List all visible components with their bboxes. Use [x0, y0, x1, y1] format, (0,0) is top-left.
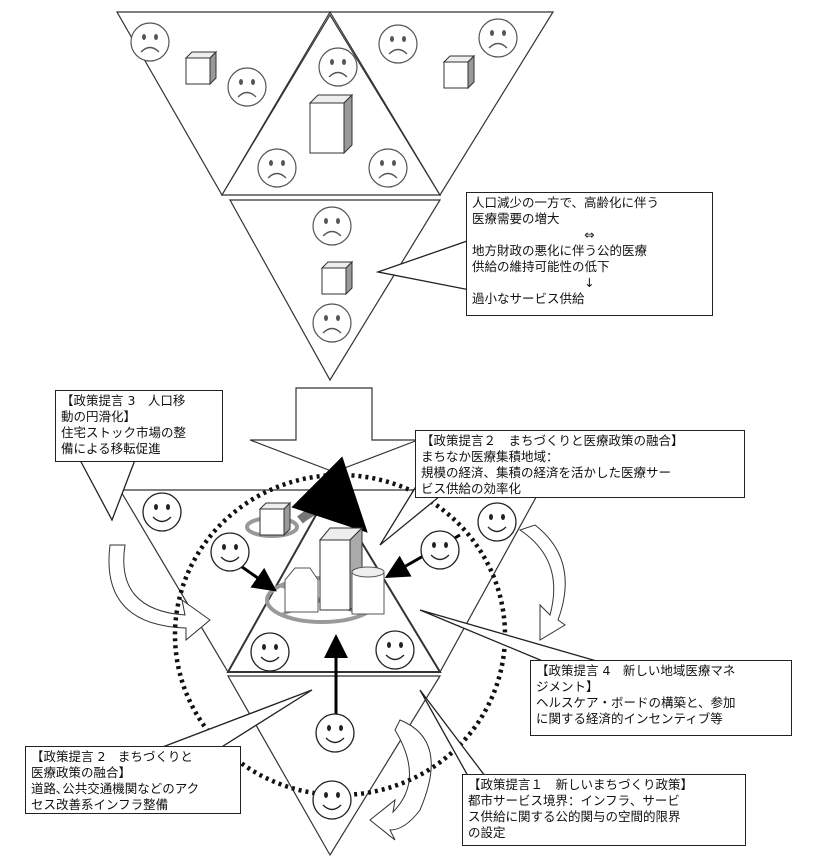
proposal-title: 動の円滑化】	[61, 409, 137, 424]
proposal-text: ビス供給の効率化	[421, 481, 522, 496]
proposal-text: 道路､公共交通機関などのアク	[31, 781, 200, 796]
migration-arrow-bottom	[369, 719, 432, 841]
callout-text: 医療需要の増大	[472, 211, 560, 226]
proposal-title: 【政策提言２ まちづくりと医療政策の融合】	[421, 433, 684, 448]
proposal-2-access-callout: 【政策提言 2 まちづくりと 医療政策の融合】 道路､公共交通機関などのアク セ…	[25, 746, 241, 814]
callout-text: 地方財政の悪化に伴う公的医療	[472, 243, 648, 258]
proposal-1-callout: 【政策提言１ 新しいまちづくり政策】 都市サービス境界：インフラ、サービ ス供給…	[462, 774, 746, 846]
proposal-text: 規模の経済、集積の経済を活かした医療サー	[421, 465, 672, 480]
proposal-text: まちなか医療集積地域：	[421, 449, 559, 464]
proposal-text: セス改善系インフラ整備	[31, 797, 169, 812]
double-arrow-icon: ⇔	[584, 227, 595, 242]
proposal-title: 【政策提言 3 人口移	[61, 393, 186, 408]
proposal-2-cluster-callout: 【政策提言２ まちづくりと医療政策の融合】 まちなか医療集積地域： 規模の経済、…	[415, 430, 745, 498]
proposal-text: に関する経済的インセンティブ等	[536, 711, 723, 726]
proposal-text: の設定	[468, 825, 506, 840]
down-arrow-icon: ↓	[584, 275, 595, 290]
proposal-text: 都市サービス境界：インフラ、サービ	[468, 793, 680, 808]
proposal-text: ス供給に関する公的関与の空間的限界	[468, 809, 681, 824]
proposal-4-callout: 【政策提言 4 新しい地域医療マネ ジメント】 ヘルスケア・ボードの構築と、参加…	[530, 660, 792, 736]
transition-arrow	[249, 387, 419, 473]
population-decline-callout: 人口減少の一方で、高齢化に伴う 医療需要の増大 ⇔ 地方財政の悪化に伴う公的医療…	[466, 192, 713, 316]
callout-text: 過小なサービス供給	[472, 291, 585, 306]
proposal-title: 【政策提言 4 新しい地域医療マネ	[536, 663, 736, 678]
callout-text: 人口減少の一方で、高齢化に伴う	[472, 195, 660, 210]
migration-arrow-left	[108, 544, 211, 642]
proposal-text: 備による移転促進	[61, 441, 161, 456]
proposal-text: 住宅ストック市場の整	[61, 425, 187, 440]
proposal-title: 【政策提言 2 まちづくりと	[31, 749, 193, 764]
proposal-3-callout: 【政策提言 3 人口移 動の円滑化】 住宅ストック市場の整 備による移転促進	[55, 390, 223, 462]
proposal-title: ジメント】	[536, 679, 599, 694]
medical-cluster	[245, 456, 385, 624]
callout-text: 供給の維持可能性の低下	[472, 259, 610, 274]
proposal-title: 医療政策の融合】	[31, 765, 132, 780]
migration-arrow-right	[518, 524, 566, 641]
proposal-title: 【政策提言１ 新しいまちづくり政策】	[468, 777, 694, 792]
proposal-text: ヘルスケア・ボードの構築と、参加	[536, 695, 736, 710]
